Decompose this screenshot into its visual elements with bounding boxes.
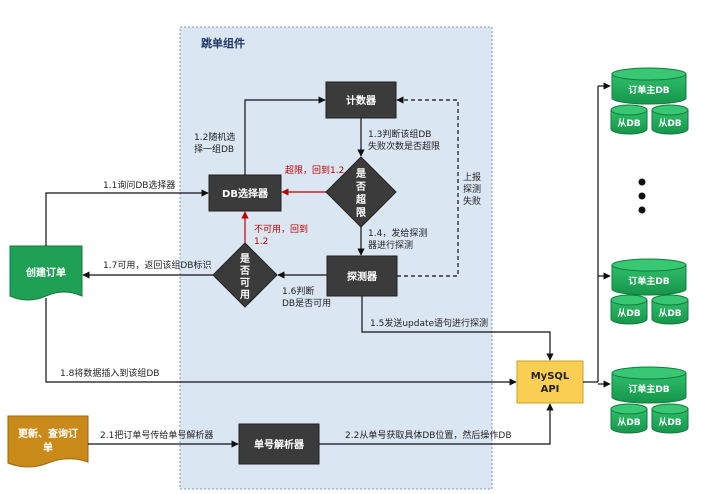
master-db-label: 订单主DB: [628, 383, 669, 395]
edge-report-fail-label-1: 上报: [463, 171, 481, 183]
edge-1-4-label-1: 1.4，发给探测: [368, 227, 427, 239]
exceed-char-3: 超: [355, 193, 367, 206]
edge-1-8-label: 1.8将数据插入到该组DB: [60, 367, 159, 379]
edge-report-fail-label-2: 探测: [463, 183, 481, 195]
mysql-api-box: [516, 360, 584, 404]
order-parser-box: [238, 423, 320, 465]
edge-1-2-label-1: 1.2随机选: [194, 131, 235, 143]
slave-db-cylinder: 从DB: [651, 104, 689, 135]
probe-label: 探测器: [347, 270, 378, 283]
master-db-label: 订单主DB: [628, 84, 669, 96]
edge-1-2: [244, 96, 326, 175]
edge-1-6-label-1: 1.6判断: [282, 285, 314, 297]
edge-1-6-label-2: DB是否可用: [282, 298, 331, 309]
group-title: 跳单组件: [201, 36, 245, 50]
edge-report-fail: [396, 96, 459, 277]
update-query-order-shape: [7, 415, 89, 468]
exceed-char-1: 是: [355, 168, 366, 180]
slave-db-cylinder: 从DB: [610, 403, 648, 434]
slave-db-cylinder: 从DB: [610, 104, 648, 135]
exceed-char-4: 限: [356, 207, 367, 219]
create-order-shape: [9, 245, 83, 301]
available-decision: [212, 242, 278, 308]
available-char-1: 是: [239, 253, 250, 265]
slave-db-label: 从DB: [617, 308, 640, 319]
db-group-3: 订单主DB 从DB 从DB: [610, 366, 689, 434]
edge-exceed-back-label: 超限，回到1.2: [285, 164, 344, 176]
slave-db-label: 从DB: [658, 308, 681, 319]
edge-2-1-label: 2.1把订单号传给单号解析器: [100, 429, 213, 441]
db-selector-box: [208, 174, 282, 212]
order-parser-label: 单号解析器: [254, 438, 305, 451]
master-db-cylinder: 订单主DB: [611, 366, 687, 404]
update-query-order-label-2: 单: [43, 441, 53, 454]
master-db-cylinder: 订单主DB: [611, 67, 687, 105]
edge-1-3-label-1: 1.3判断该组DB: [368, 128, 431, 140]
counter-box: [325, 81, 397, 119]
exceed-char-2: 否: [355, 181, 366, 193]
db-selector-label: DB选择器: [222, 187, 269, 200]
edge-1-3-label-2: 失败次数是否超限: [368, 140, 440, 152]
edge-1-8: [45, 298, 517, 386]
update-query-order-label-1: 更新、查询订: [18, 427, 78, 440]
edge-1-5: [361, 296, 554, 361]
slave-db-label: 从DB: [658, 118, 681, 129]
ellipsis-dot: [638, 178, 646, 186]
db-group-1: 订单主DB 从DB 从DB: [610, 67, 689, 135]
edge-1-5-label: 1.5发送update语句进行探测: [370, 317, 488, 329]
probe-box: [326, 255, 398, 297]
edge-2-2: [319, 403, 554, 445]
edge-2-2-label: 2.2从单号获取具体DB位置，然后操作DB: [345, 429, 512, 441]
master-db-cylinder: 订单主DB: [611, 258, 687, 296]
mysql-api-label-1: MySQL: [531, 371, 570, 382]
ellipsis-dot: [638, 192, 646, 200]
create-order-label: 创建订单: [25, 266, 66, 279]
edge-1-7-label: 1.7可用，返回该组DB标识: [103, 259, 211, 271]
master-db-label: 订单主DB: [628, 275, 669, 287]
edge-unavailable-back-label-1: 不可用，回到: [254, 223, 308, 235]
edge-report-fail-label-3: 失败: [463, 195, 481, 207]
ellipsis-text: ⋮: [638, 191, 647, 201]
edge-unavailable-back-label-2: 1.2: [254, 237, 268, 247]
mysql-api-label-2: API: [541, 384, 560, 395]
slave-db-cylinder: 从DB: [651, 403, 689, 434]
slave-db-cylinder: 从DB: [651, 294, 689, 325]
available-char-3: 可: [240, 277, 250, 289]
slave-db-label: 从DB: [617, 417, 640, 428]
slave-db-label: 从DB: [617, 118, 640, 129]
available-char-4: 用: [239, 289, 250, 301]
slave-db-label: 从DB: [658, 417, 681, 428]
edge-1-2-label-2: 择一组DB: [194, 143, 234, 155]
edge-1-1: [45, 189, 209, 246]
available-char-2: 否: [239, 265, 250, 277]
db-group-2: 订单主DB 从DB 从DB: [610, 258, 689, 325]
slave-db-cylinder: 从DB: [610, 294, 648, 325]
counter-label: 计数器: [346, 94, 377, 107]
ellipsis-dot: [638, 206, 646, 214]
edge-1-4-label-2: 器进行探测: [368, 239, 413, 251]
edge-1-1-label: 1.1询问DB选择器: [103, 179, 175, 191]
